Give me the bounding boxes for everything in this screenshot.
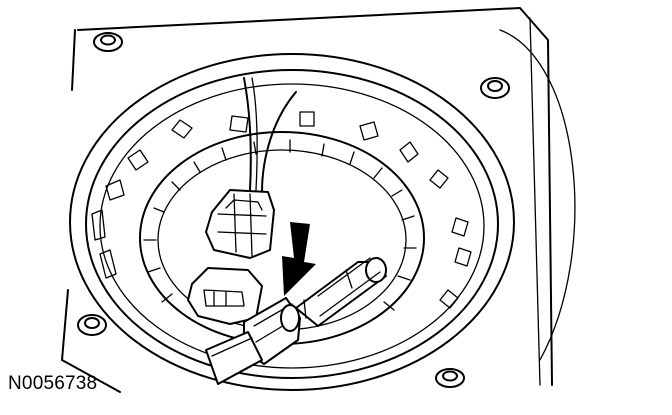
tank-housing (61, 7, 576, 393)
mounting-bolt (480, 77, 510, 99)
ring-tabs (91, 111, 472, 309)
mounting-bolt (93, 32, 123, 52)
electrical-connector-upper (205, 189, 275, 259)
retaining-fingers (143, 139, 417, 311)
electrical-connector-lower (187, 267, 263, 325)
wire-harness (243, 77, 297, 193)
figure-id-label: N0056738 (8, 373, 98, 394)
mounting-bolt (77, 314, 107, 336)
outlet-hose (205, 331, 263, 385)
fuel-line (295, 257, 387, 327)
indicator-arrow (282, 222, 316, 296)
mounting-bolt (435, 368, 465, 388)
lock-ring (69, 53, 515, 391)
